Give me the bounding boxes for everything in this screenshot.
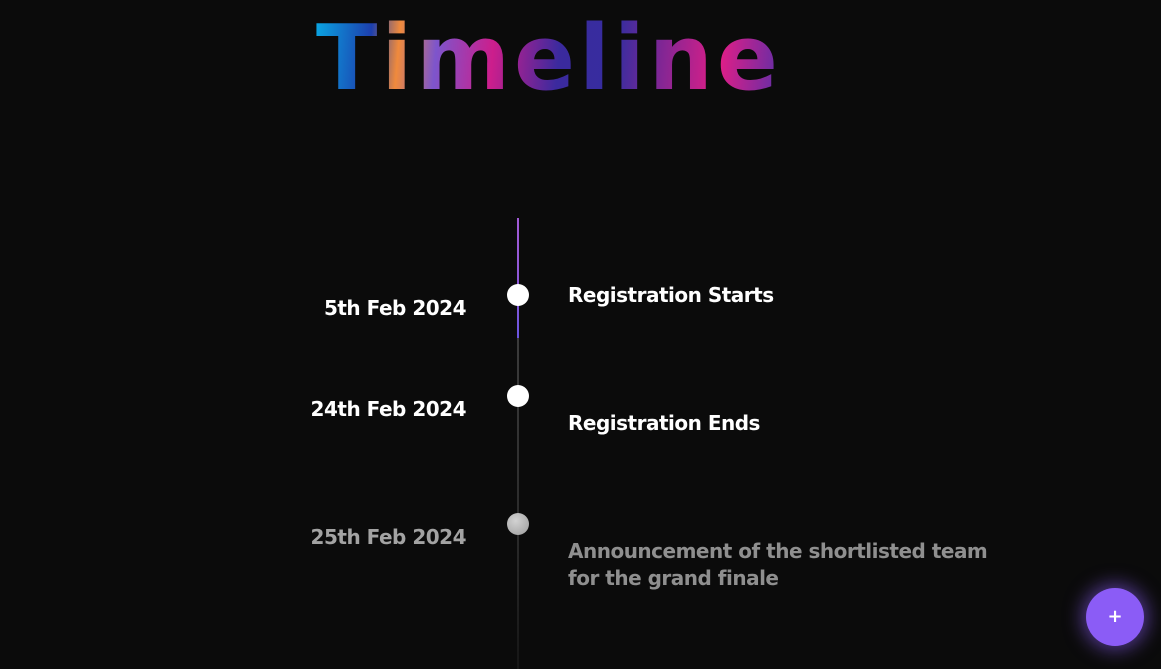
timeline-dot — [507, 385, 529, 407]
timeline-dot — [507, 284, 529, 306]
timeline-event-label: Registration Ends — [568, 411, 760, 435]
timeline-dot — [507, 513, 529, 535]
page-title: Timeline — [316, 6, 782, 111]
timeline-event-label: Registration Starts — [568, 283, 774, 307]
timeline-date: 5th Feb 2024 — [323, 296, 467, 320]
timeline-date: 25th Feb 2024 — [310, 525, 467, 549]
plus-icon: + — [1107, 606, 1123, 627]
timeline-progress-line — [517, 218, 519, 338]
timeline-date: 24th Feb 2024 — [310, 397, 467, 421]
timeline-line — [517, 338, 519, 669]
add-button[interactable]: + — [1086, 588, 1144, 646]
timeline-event-label: Announcement of the shortlisted team for… — [568, 539, 988, 590]
